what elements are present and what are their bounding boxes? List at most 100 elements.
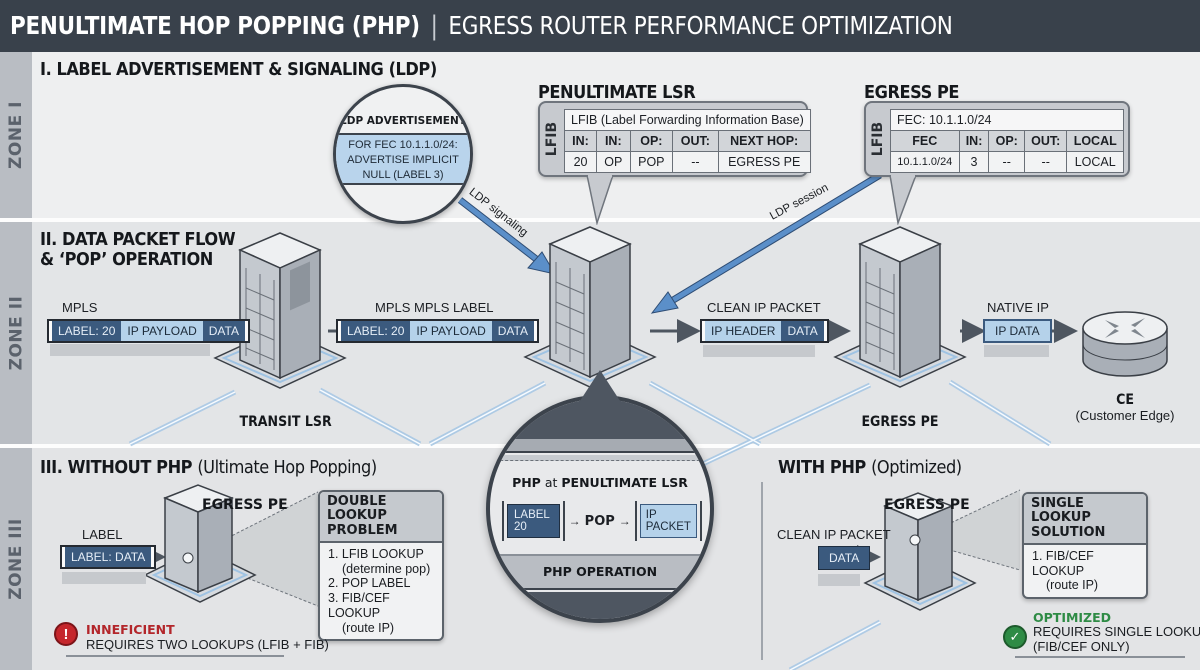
magnifier-pointer [578, 370, 622, 404]
ldp-bubble-body: FOR FEC 10.1.1.0/24: ADVERTISE IMPLICIT … [336, 133, 470, 185]
packet-caption: NATIVE IP [987, 300, 1049, 315]
underline [1015, 656, 1185, 658]
egress-pe-with-label: EGRESS PE [884, 497, 970, 513]
zone-divider [0, 218, 1200, 222]
magnifier-rail-detail [490, 455, 710, 461]
packet-label-cell: LABEL: 20 [341, 321, 411, 341]
lfib-caption: FEC: 10.1.1.0/24 [890, 109, 1124, 131]
single-lookup-title: SINGLE LOOKUP SOLUTION [1024, 494, 1146, 545]
title-bold: PENULTIMATE LSR [561, 475, 688, 490]
penultimate-lsr-server-icon [523, 226, 657, 388]
callout-pointer [889, 175, 917, 225]
native-ip-packet: IP DATA [983, 319, 1052, 343]
lookup-step-detail: (route IP) [1046, 578, 1099, 593]
inefficient-title: INNEFICIENT [86, 622, 175, 637]
bracket: LABEL 20 [502, 501, 565, 541]
single-lookup-steps: 1. FIB/CEF LOOKUP (route IP) [1024, 545, 1146, 597]
lookup-step: 1. LFIB LOOKUP [328, 546, 424, 561]
double-lookup-steps: 1. LFIB LOOKUP (determine pop) 2. POP LA… [320, 543, 442, 639]
title-bold: PENULTIMATE HOP POPPING (PHP) [10, 11, 420, 40]
penultimate-lfib-table: LFIB (Label Forwarding Information Base)… [563, 109, 811, 173]
check-icon: ✓ [1003, 625, 1027, 649]
packet-header-cell: IP HEADER [705, 321, 782, 341]
lfib-header-cell: IN: [563, 130, 598, 152]
php-operation-flow: LABEL 20 → POP → IP PACKET [502, 501, 702, 541]
lfib-cell: 3 [958, 151, 990, 173]
zone-2-tab: ZONE II [0, 222, 32, 444]
zone-3-with-title: WITH PHP (Optimized) [778, 458, 962, 478]
packet-shadow [50, 344, 210, 356]
ldp-bubble-header: LDP ADVERTISEMENT [340, 115, 466, 127]
pop-op: POP [584, 513, 615, 529]
arrow-icon: → [568, 514, 581, 528]
lfib-header-cell: LOCAL [1066, 130, 1124, 152]
title-light: at [544, 475, 558, 490]
clean-ip-packet: IP HEADER DATA [700, 319, 829, 343]
packet-label-cell: LABEL: 20 [52, 321, 122, 341]
egress-pe-without-server-icon [143, 484, 257, 603]
zone-1-title: I. LABEL ADVERTISEMENT & SIGNALING (LDP) [40, 59, 437, 80]
arrow-icon: → [618, 514, 631, 528]
lfib-header-cell: NEXT HOP: [717, 130, 811, 152]
label-data-packet: LABEL: DATA [60, 545, 157, 569]
lfib-cell: -- [1023, 151, 1068, 173]
label-20-cell: LABEL 20 [507, 504, 560, 538]
lookup-step-detail: (determine pop) [342, 561, 431, 576]
ce-label: CE [1116, 392, 1134, 408]
packet-caption: MPLS [62, 300, 98, 315]
ldp-signaling-arrow [457, 197, 557, 275]
packet-data-cell: DATA [491, 321, 534, 341]
packet-shadow [818, 574, 860, 586]
zone-3-tab: ZONE III [0, 448, 32, 670]
lfib-header-cell: IN: [958, 130, 990, 152]
lfib-cell: EGRESS PE [717, 151, 811, 173]
table-row: 20 OP POP -- EGRESS PE [563, 151, 811, 173]
title-light: (Ultimate Hop Popping) [197, 457, 377, 478]
zone-2-title-line: II. DATA PACKET FLOW [40, 229, 236, 250]
packet-shadow [62, 572, 146, 584]
lfib-side-label: LFIB [870, 121, 886, 157]
lfib-side-label: LFIB [544, 121, 560, 157]
zone-3-without-title: III. WITHOUT PHP (Ultimate Hop Popping) [40, 458, 377, 478]
php-magnifier: PHP at PENULTIMATE LSR LABEL 20 → POP → … [486, 395, 714, 623]
transit-lsr-label: TRANSIT LSR [239, 414, 332, 430]
ldp-bubble-line: NULL (LABEL 3) [362, 169, 444, 181]
ldp-session-arrow [650, 172, 882, 314]
optimized-text-line: (FIB/CEF ONLY) [1033, 639, 1130, 654]
ce-router-icon [1082, 311, 1168, 377]
packet-label-cell: LABEL: DATA [65, 547, 152, 567]
packet-caption: LABEL [82, 527, 123, 542]
lfib-cell: OP [596, 151, 631, 173]
double-lookup-box: DOUBLE LOOKUP PROBLEM 1. LFIB LOOKUP (de… [318, 490, 444, 642]
mpls-packet-2: LABEL: 20 IP PAYLOAD DATA [336, 319, 539, 343]
lfib-cell: -- [672, 151, 719, 173]
bracket: IP PACKET [634, 501, 702, 541]
lookup-step-detail: (route IP) [342, 620, 395, 635]
ce-description: (Customer Edge) [1075, 408, 1175, 423]
title-bold: WITH PHP [778, 457, 866, 478]
ldp-advertisement-bubble: LDP ADVERTISEMENT FOR FEC 10.1.1.0/24: A… [333, 84, 473, 224]
page-title: PENULTIMATE HOP POPPING (PHP) | EGRESS R… [10, 11, 953, 41]
lfib-cell: -- [988, 151, 1025, 173]
egress-pe-server-icon [833, 226, 967, 388]
egress-lfib-callout: LFIB FEC: 10.1.1.0/24 FEC IN: OP: OUT: L… [864, 101, 1130, 177]
title-light: EGRESS ROUTER PERFORMANCE OPTIMIZATION [448, 11, 953, 40]
magnifier-bottom-band [490, 592, 710, 619]
egress-lfib-table: FEC: 10.1.1.0/24 FEC IN: OP: OUT: LOCAL … [890, 109, 1124, 173]
packet-caption: CLEAN IP PACKET [777, 527, 891, 542]
egress-pe-lfib-title: EGRESS PE [864, 82, 960, 103]
lookup-step: 3. FIB/CEF LOOKUP [328, 591, 390, 620]
lfib-cell: POP [629, 151, 674, 173]
penultimate-lsr-title: PENULTIMATE LSR [538, 82, 696, 103]
lfib-header-cell: OP: [629, 130, 674, 152]
inefficient-text: REQUIRES TWO LOOKUPS (LFIB + FIB) [86, 637, 329, 652]
lfib-caption: LFIB (Label Forwarding Information Base) [564, 109, 811, 131]
title-light: (Optimized) [871, 457, 962, 478]
magnifier-top-band [490, 399, 710, 439]
data-packet: DATA [818, 546, 871, 570]
callout-pointer [586, 175, 614, 225]
title-separator: | [430, 11, 438, 41]
egress-pe-with-server-icon [863, 492, 977, 611]
ldp-bubble-line: ADVERTISE IMPLICIT [347, 154, 459, 166]
